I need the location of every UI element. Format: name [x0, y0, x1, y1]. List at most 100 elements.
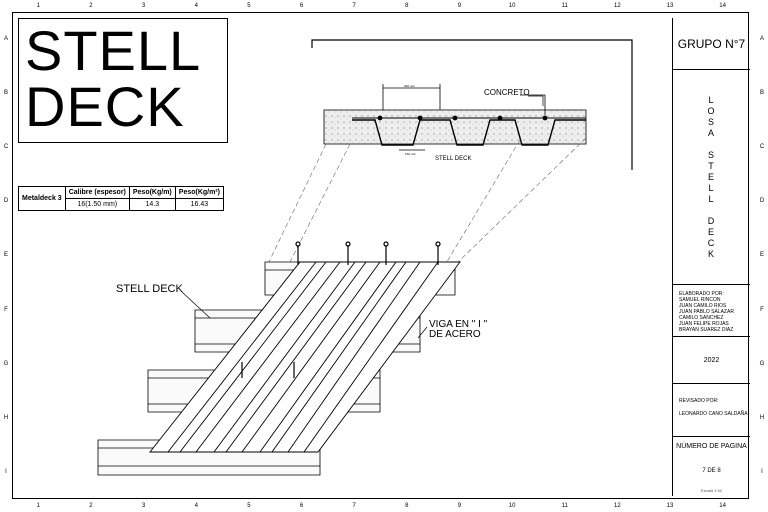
- vertical-title-letter: E: [707, 226, 715, 237]
- vertical-title-letter: T: [708, 160, 715, 171]
- column-tick-9: 9: [457, 503, 462, 509]
- spec-table: Metaldeck 3 Calibre (espesor) Peso(Kg/m)…: [18, 186, 225, 211]
- column-tick-11: 11: [561, 503, 568, 509]
- projection-lines: [264, 137, 587, 271]
- column-tick-10: 10: [508, 3, 516, 9]
- deck-cross-section: [323, 84, 587, 151]
- column-tick-5: 5: [247, 3, 251, 9]
- row-tick-5: E: [3, 252, 8, 259]
- reviewer-name: LEONARDO CANO SALDAÑA: [679, 411, 748, 417]
- vertical-title-letter: O: [707, 105, 716, 116]
- row-tick-1: A: [759, 36, 764, 43]
- page-value: 7 DE 8: [702, 468, 721, 474]
- row-tick-2: B: [759, 90, 764, 97]
- column-tick-11: 11: [561, 3, 568, 9]
- column-tick-9: 9: [457, 3, 462, 9]
- author-5: JUAN FELIPE ROJAS: [679, 321, 729, 327]
- vertical-title-letter: A: [707, 127, 715, 138]
- row-tick-1: A: [3, 36, 8, 43]
- column-tick-3: 3: [141, 503, 146, 509]
- dim-top-label: 300 mm: [404, 84, 415, 88]
- page-heading: NÚMERO DE PAGINA: [676, 443, 747, 450]
- author-4: CAMILO SANCHEZ: [679, 315, 724, 321]
- year: 2022: [673, 337, 750, 384]
- vertical-title-letter: K: [707, 248, 715, 259]
- column-tick-4: 4: [194, 3, 198, 9]
- drawing-frame: [12, 12, 749, 499]
- stell-deck-sheet: [149, 261, 461, 453]
- vertical-title-letter: S: [707, 149, 715, 160]
- scale-stamp: Escala 1:50: [701, 488, 722, 493]
- column-tick-14: 14: [719, 503, 726, 509]
- column-tick-13: 13: [666, 503, 674, 509]
- row-tick-4: D: [759, 198, 765, 205]
- beam-label-line1: VIGA EN " I ": [429, 319, 488, 330]
- vertical-title-letter: [710, 139, 714, 150]
- row-tick-6: F: [760, 306, 764, 313]
- spec-value-weight-m2: 16.43: [174, 198, 225, 211]
- section-bracket: [311, 39, 633, 170]
- column-tick-12: 12: [614, 503, 621, 509]
- column-tick-2: 2: [89, 3, 93, 9]
- vertical-title-letter: L: [708, 94, 715, 105]
- row-tick-3: C: [3, 144, 9, 151]
- leader-lines: [181, 95, 544, 339]
- column-tick-1: 1: [36, 3, 40, 9]
- row-tick-8: H: [3, 414, 9, 421]
- vertical-title-letter: L: [708, 182, 715, 193]
- spec-value-weight-m: 14.3: [128, 198, 176, 211]
- page-number-block: NÚMERO DE PAGINA 7 DE 8 Escala 1:50: [673, 437, 750, 496]
- column-tick-6: 6: [299, 503, 304, 509]
- row-tick-6: F: [4, 306, 8, 313]
- vertical-title-letter: C: [707, 237, 716, 248]
- row-tick-7: G: [3, 360, 9, 367]
- column-tick-1: 1: [36, 503, 40, 509]
- column-tick-7: 7: [352, 3, 356, 9]
- concrete-label: CONCRETO: [484, 88, 530, 97]
- row-tick-9: I: [761, 468, 763, 475]
- column-tick-2: 2: [89, 503, 93, 509]
- column-tick-14: 14: [719, 3, 726, 9]
- column-tick-6: 6: [299, 3, 304, 9]
- row-tick-7: G: [759, 360, 765, 367]
- authors-block: ELABORADO POR: SAMUEL RINCON JUAN CAMILO…: [673, 285, 750, 337]
- column-tick-5: 5: [247, 503, 251, 509]
- spec-value-gauge: 16(1.50 mm): [64, 198, 130, 211]
- section-deck-label: STELL DECK: [435, 156, 472, 162]
- row-ruler-right: A B C D E F G H I: [757, 12, 767, 499]
- vertical-title-letter: L: [708, 193, 715, 204]
- author-2: JUAN CAMILO RIOS: [679, 303, 727, 309]
- column-tick-4: 4: [194, 503, 198, 509]
- title-line-1: STELL: [25, 19, 202, 82]
- column-tick-12: 12: [614, 3, 621, 9]
- vertical-title-letter: E: [707, 171, 715, 182]
- column-tick-13: 13: [666, 3, 674, 9]
- reviewed-heading: REVISADO POR:: [679, 398, 719, 404]
- group-number: GRUPO N°7: [673, 18, 750, 70]
- row-tick-5: E: [759, 252, 764, 259]
- dim-bottom-label: 150 mm: [405, 152, 416, 156]
- column-tick-3: 3: [141, 3, 146, 9]
- row-tick-8: H: [759, 414, 765, 421]
- vertical-title-letter: S: [707, 116, 715, 127]
- column-tick-8: 8: [405, 503, 409, 509]
- vertical-title-letter: D: [707, 215, 716, 226]
- column-tick-7: 7: [352, 503, 356, 509]
- reviewed-block: REVISADO POR: LEONARDO CANO SALDAÑA: [673, 384, 750, 437]
- author-3: JUAN PABLO SALAZAR: [679, 309, 734, 315]
- authors-heading: ELABORADO POR:: [679, 291, 724, 297]
- vertical-title-letter: [710, 205, 714, 216]
- row-tick-2: B: [3, 90, 8, 97]
- author-6: BRAYAN SUAREZ DIAZ: [679, 327, 734, 333]
- row-tick-4: D: [3, 198, 9, 205]
- author-1: SAMUEL RINCON: [679, 297, 721, 303]
- row-tick-3: C: [759, 144, 765, 151]
- title-line-2: DECK: [25, 75, 185, 138]
- column-tick-8: 8: [405, 3, 409, 9]
